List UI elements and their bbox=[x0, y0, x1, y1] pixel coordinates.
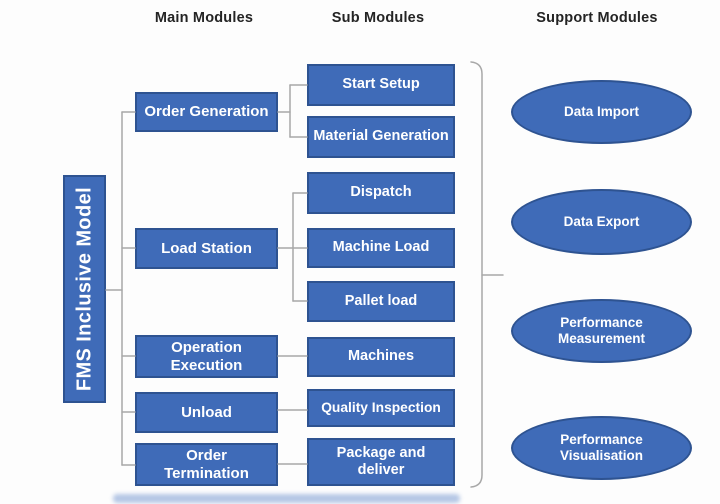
sub-module-material-generation: Material Generation bbox=[307, 116, 455, 158]
root-node-fms-inclusive-model: FMS Inclusive Model bbox=[63, 175, 106, 403]
root-node-label: FMS Inclusive Model bbox=[73, 186, 95, 392]
support-module-data-import: Data Import bbox=[511, 80, 692, 144]
main-module-order-generation: Order Generation bbox=[135, 92, 278, 132]
sub-module-quality-inspection: Quality Inspection bbox=[307, 389, 455, 427]
main-module-order-termination: Order Termination bbox=[135, 443, 278, 486]
sub-module-machines: Machines bbox=[307, 337, 455, 377]
sub-module-pallet-load: Pallet load bbox=[307, 281, 455, 322]
main-module-load-station: Load Station bbox=[135, 228, 278, 269]
sub-module-dispatch: Dispatch bbox=[307, 172, 455, 214]
column-header-main-modules: Main Modules bbox=[154, 10, 254, 26]
support-module-data-export: Data Export bbox=[511, 189, 692, 255]
support-module-performance-visualisation: Performance Visualisation bbox=[511, 416, 692, 480]
column-header-support-modules: Support Modules bbox=[536, 10, 658, 26]
main-module-unload: Unload bbox=[135, 392, 278, 433]
column-header-sub-modules: Sub Modules bbox=[331, 10, 425, 26]
sub-module-start-setup: Start Setup bbox=[307, 64, 455, 106]
support-module-performance-measurement: Performance Measurement bbox=[511, 299, 692, 363]
main-module-operation-execution: Operation Execution bbox=[135, 335, 278, 378]
sub-module-package-and-deliver: Package and deliver bbox=[307, 438, 455, 486]
cutoff-shape-bottom bbox=[113, 494, 460, 503]
sub-module-machine-load: Machine Load bbox=[307, 228, 455, 268]
sub-modules-bracket bbox=[470, 61, 483, 488]
